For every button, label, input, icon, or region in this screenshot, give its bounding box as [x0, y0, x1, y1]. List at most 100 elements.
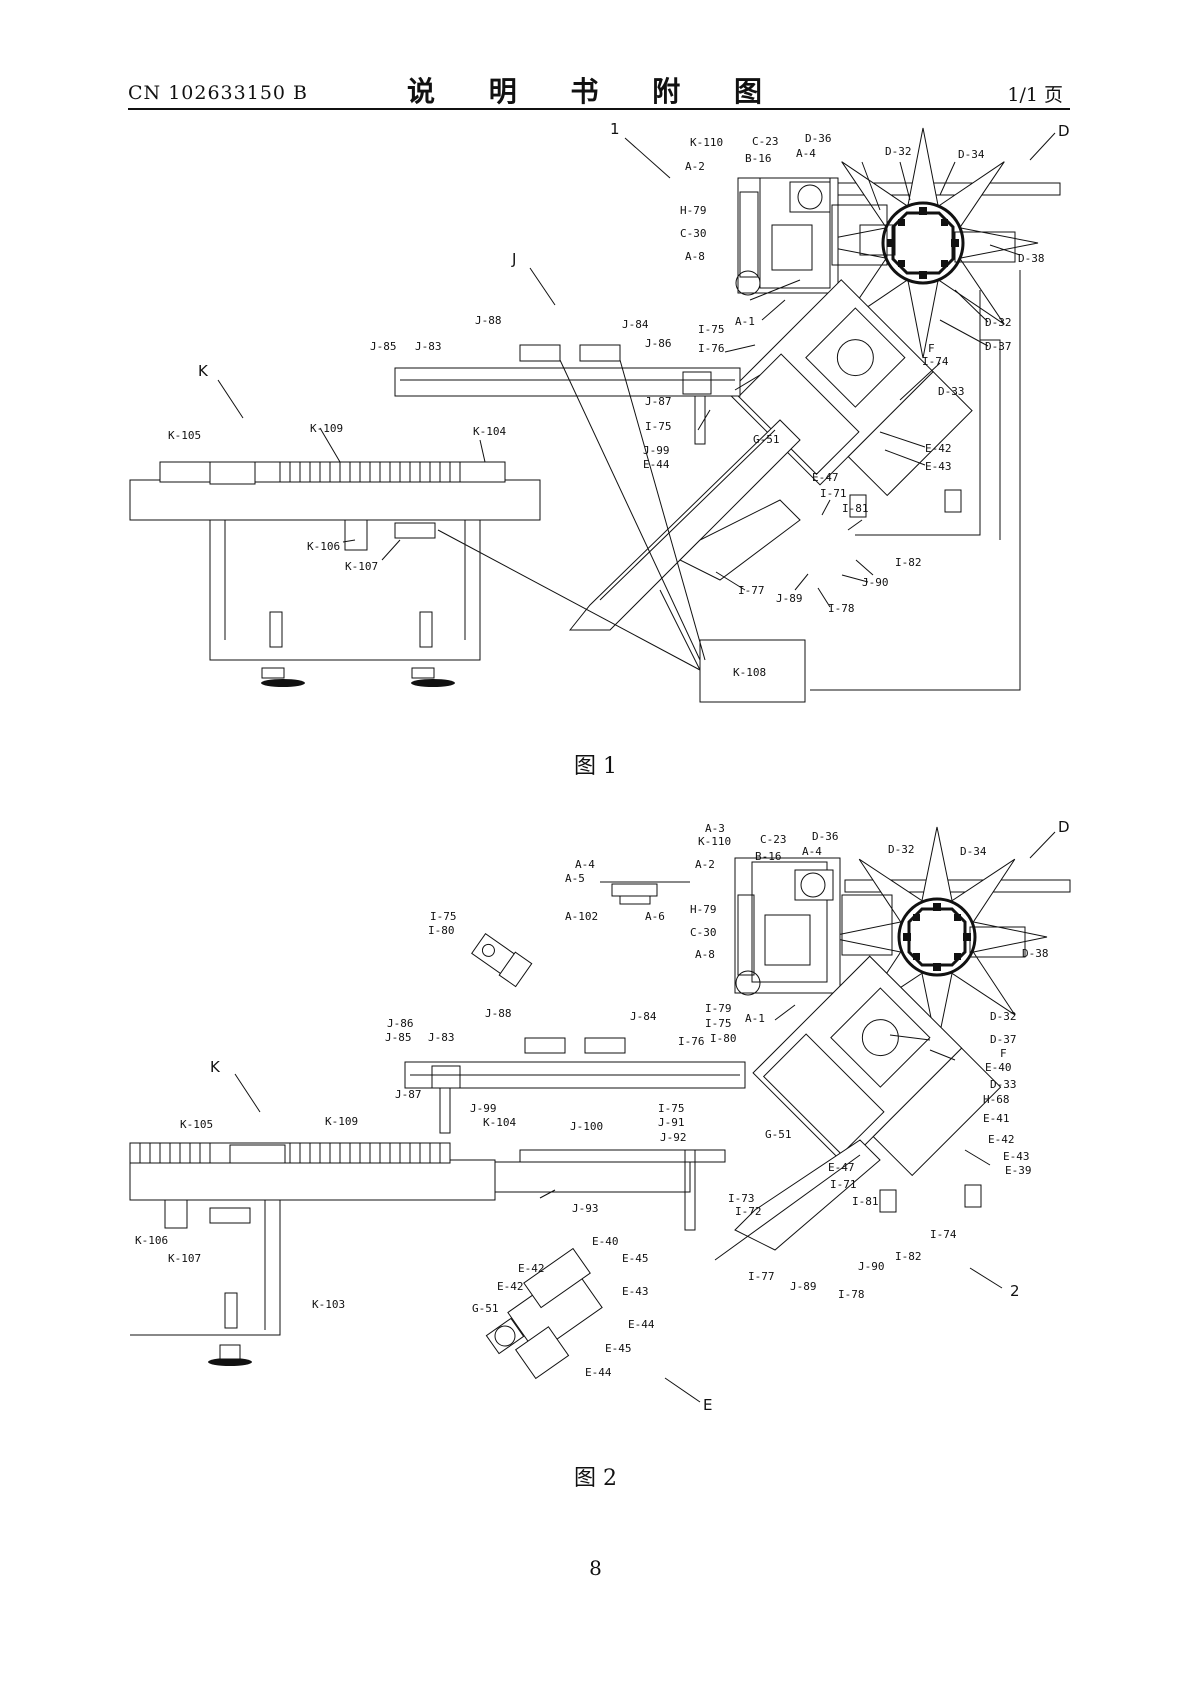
- fig2-label-H68: H-68: [983, 1093, 1010, 1106]
- fig2-label-G51b: G-51: [472, 1302, 499, 1315]
- fig1-label-H79: H-79: [680, 204, 707, 217]
- fig2-label-I76: I-76: [678, 1035, 705, 1048]
- fig2-label-I75c: I-75: [658, 1102, 685, 1115]
- fig2-label-E40a: E-40: [985, 1061, 1012, 1074]
- fig1-label-I82: I-82: [895, 556, 922, 569]
- fig2-label-D38: D-38: [1022, 947, 1049, 960]
- fig2-label-I75b: I-75: [705, 1017, 732, 1030]
- fig1-label-1: 1: [610, 120, 620, 138]
- fig2-label-I72: I-72: [735, 1205, 762, 1218]
- fig2-label-E45b: E-45: [605, 1342, 632, 1355]
- fig2-label-K: K: [210, 1058, 221, 1076]
- fig2-label-I71: I-71: [830, 1178, 857, 1191]
- fig2-label-I77: I-77: [748, 1270, 775, 1283]
- fig1-label-D: D: [1058, 122, 1070, 140]
- fig2-star-wheel: [826, 826, 1071, 1048]
- fig1-label-G51: G-51: [753, 433, 780, 446]
- fig1-label-E42: E-42: [925, 442, 952, 455]
- fig2-label-K110: K-110: [698, 835, 731, 848]
- fig1-label-E47: E-47: [812, 471, 839, 484]
- fig1-label-J90: J-90: [862, 576, 889, 589]
- fig2-label-B16: B-16: [755, 850, 782, 863]
- fig1-label-D33: D-33: [938, 385, 965, 398]
- page-number: 8: [589, 1556, 602, 1580]
- fig2-label-A8: A-8: [695, 948, 715, 961]
- fig1-label-D36: D-36: [805, 132, 832, 145]
- fig2-label-I74: I-74: [930, 1228, 957, 1241]
- fig1-label-J88: J-88: [475, 314, 502, 327]
- fig2-label-J100: J-100: [570, 1120, 603, 1133]
- fig2-label-E: E: [703, 1396, 712, 1414]
- fig1-label-F: F: [928, 342, 935, 355]
- fig2-label-J87: J-87: [395, 1088, 422, 1101]
- fig2-clamp-detail: [600, 881, 690, 905]
- fig2-label-E42c: E-42: [497, 1280, 524, 1293]
- fig1-label-K104: K-104: [473, 425, 506, 438]
- fig1-label-I75b: I-75: [645, 420, 672, 433]
- fig1-label-I81: I-81: [842, 502, 869, 515]
- fig2-label-A4a: A-4: [802, 845, 822, 858]
- fig1-label-J85: J-85: [370, 340, 397, 353]
- fig1-label-K110: K-110: [690, 136, 723, 149]
- fig1-label-J89: J-89: [776, 592, 803, 605]
- fig2-label-C30: C-30: [690, 926, 717, 939]
- fig2-label-E45a: E-45: [622, 1252, 649, 1265]
- fig2-feed-arm: [752, 955, 1002, 1177]
- fig1-label-J86: J-86: [645, 337, 672, 350]
- fig1-label-I76: I-76: [698, 342, 725, 355]
- fig2-label-G51a: G-51: [765, 1128, 792, 1141]
- fig1-label-K: K: [198, 362, 209, 380]
- fig2-gripper-detail: [471, 933, 533, 988]
- fig1-cylinder-rail: [394, 344, 741, 445]
- fig2-label-I75a: I-75: [430, 910, 457, 923]
- fig2-label-K107: K-107: [168, 1252, 201, 1265]
- fig1-labels: 1 D J K K-110 C-23 D-36 D-32 D-34 A-4 B-…: [168, 120, 1070, 679]
- fig2-label-C23: C-23: [760, 833, 787, 846]
- fig1-label-A8: A-8: [685, 250, 705, 263]
- fig1-guide-rail: [568, 419, 962, 631]
- fig2-label-K106: K-106: [135, 1234, 168, 1247]
- fig1-label-D34: D-34: [958, 148, 985, 161]
- fig1-drive-block: [735, 177, 896, 301]
- fig2-label-2: 2: [1010, 1282, 1020, 1300]
- fig1-label-K105: K-105: [168, 429, 201, 442]
- fig1-label-I74: I-74: [922, 355, 949, 368]
- fig2-label-K109: K-109: [325, 1115, 358, 1128]
- fig2-label-H79: H-79: [690, 903, 717, 916]
- fig2-label-D32a: D-32: [888, 843, 915, 856]
- fig2-label-J84: J-84: [630, 1010, 657, 1023]
- fig2-label-E44a: E-44: [628, 1318, 655, 1331]
- fig2-exploded-part: [485, 1247, 603, 1380]
- fig2-label-I79: I-79: [705, 1002, 732, 1015]
- fig2-label-K103: K-103: [312, 1298, 345, 1311]
- fig2-label-K105: K-105: [180, 1118, 213, 1131]
- fig2-label-J89: J-89: [790, 1280, 817, 1293]
- fig1-conveyor-table: [129, 461, 541, 687]
- fig2-label-A5: A-5: [565, 872, 585, 885]
- fig2-label-D: D: [1058, 818, 1070, 836]
- fig1-label-D32b: D-32: [985, 316, 1012, 329]
- fig1-label-E43: E-43: [925, 460, 952, 473]
- fig2-label-E43b: E-43: [622, 1285, 649, 1298]
- fig2-label-I82: I-82: [895, 1250, 922, 1263]
- fig2-label-J90: J-90: [858, 1260, 885, 1273]
- fig1-star-wheel: [789, 127, 1061, 359]
- fig2-label-D37: D-37: [990, 1033, 1017, 1046]
- fig2-label-E39: E-39: [1005, 1164, 1032, 1177]
- fig1-label-K109: K-109: [310, 422, 343, 435]
- fig2-label-A6: A-6: [645, 910, 665, 923]
- figure-2-drawing: D A-3 K-110 C-23 D-36 D-32 D-34 A-4 B-16…: [129, 818, 1071, 1414]
- fig1-label-B16: B-16: [745, 152, 772, 165]
- fig1-feed-arm: [727, 279, 973, 497]
- fig1-frame-outline: [810, 270, 1021, 691]
- fig2-label-E43a: E-43: [1003, 1150, 1030, 1163]
- fig2-label-E44b: E-44: [585, 1366, 612, 1379]
- fig2-leader-lines: [234, 831, 1056, 1403]
- fig1-label-I77: I-77: [738, 584, 765, 597]
- fig2-label-A4b: A-4: [575, 858, 595, 871]
- fig1-label-A1: A-1: [735, 315, 755, 328]
- figure-2-caption: 图 2: [574, 1466, 617, 1491]
- fig2-guide-rail: [714, 1139, 982, 1261]
- fig2-label-J99: J-99: [470, 1102, 497, 1115]
- fig2-label-I81: I-81: [852, 1195, 879, 1208]
